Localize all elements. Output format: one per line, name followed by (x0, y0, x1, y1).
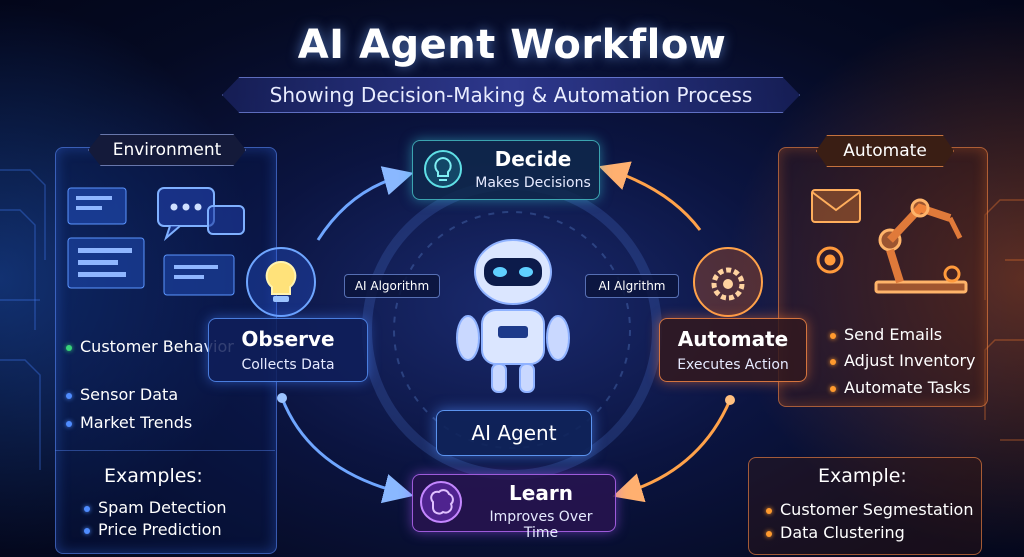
arrow-observe-to-decide (316, 166, 414, 241)
page-title: AI Agent Workflow (297, 22, 727, 68)
bullet-dot (766, 530, 772, 537)
envelope-icon (811, 189, 861, 223)
ai-agent-label: AI Agent (436, 410, 592, 456)
env-example-price: Price Prediction (84, 520, 222, 539)
gear-orb-icon (693, 247, 763, 317)
learn-desc: Improves Over Time (489, 509, 593, 541)
automation-illustration (811, 189, 968, 294)
auto-item-adjust-inventory: Adjust Inventory (830, 351, 976, 370)
lightbulb-icon (246, 247, 316, 317)
auto-item-send-emails: Send Emails (830, 325, 942, 344)
learn-node[interactable]: Learn Improves Over Time (412, 474, 616, 541)
learn-title: Learn (509, 481, 573, 505)
observe-desc: Collects Data (241, 357, 335, 373)
observe-node[interactable]: Observe Collects Data (208, 318, 368, 382)
auto-example-clustering: Data Clustering (766, 523, 905, 542)
lightbulb-icon (424, 150, 462, 188)
arrow-observe-to-learn (280, 397, 414, 504)
bullet-dot (66, 420, 72, 427)
bullet-dot (766, 507, 772, 514)
env-item-market-trends: Market Trends (66, 413, 192, 432)
env-item-sensor-data: Sensor Data (66, 385, 178, 404)
automate-desc: Executes Action (677, 357, 789, 373)
brain-icon (420, 481, 462, 523)
bullet-dot (84, 505, 90, 512)
env-examples-title: Examples: (104, 465, 203, 487)
bullet-dot (66, 344, 72, 351)
auto-example-segmentation: Customer Segmestation (766, 500, 973, 519)
decide-desc: Makes Decisions (475, 175, 591, 191)
decide-title: Decide (494, 147, 572, 171)
gear-icon (816, 246, 961, 283)
decide-node[interactable]: Decide Makes Decisions (412, 140, 600, 200)
automate-node[interactable]: Automate Executes Action (659, 318, 807, 382)
environment-tag: Environment (88, 134, 246, 166)
auto-item-automate-tasks: Automate Tasks (830, 378, 971, 397)
arrow-automate-to-learn (612, 399, 732, 503)
bullet-dot (66, 392, 72, 399)
bullet-dot (84, 527, 90, 534)
arrow-automate-to-decide (598, 161, 702, 231)
observe-title: Observe (241, 327, 335, 351)
ai-algorithm-right-label: AI Algrithm (585, 274, 679, 298)
bullet-dot (830, 385, 836, 392)
bullet-dot (830, 332, 836, 339)
env-item-customer-behavior: Customer Behavior (66, 337, 234, 356)
env-divider (55, 450, 275, 451)
automate-title: Automate (677, 327, 789, 351)
ai-algorithm-left-label: AI Algorithm (344, 274, 440, 298)
automate-tag: Automate (816, 135, 954, 167)
robotic-arm-icon (874, 198, 968, 294)
data-screens-icon (67, 187, 235, 296)
env-example-spam: Spam Detection (84, 498, 227, 517)
auto-example-title: Example: (818, 465, 907, 487)
chat-icon (157, 187, 245, 242)
bullet-dot (830, 358, 836, 365)
automate-example-panel (748, 457, 982, 555)
page-subtitle: Showing Decision-Making & Automation Pro… (222, 77, 800, 113)
robot-icon (456, 239, 570, 393)
